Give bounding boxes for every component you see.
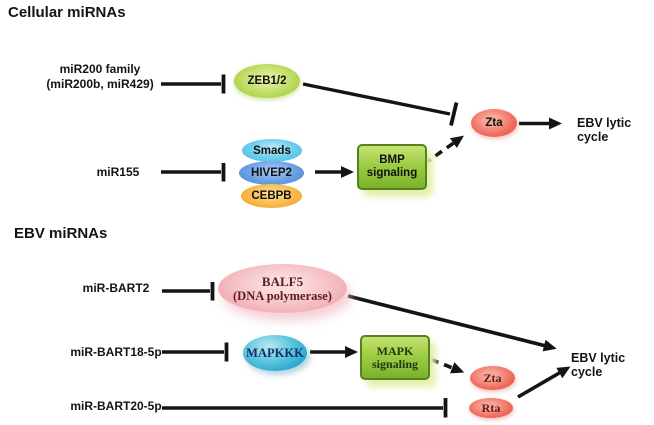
ebv-heading-text: EBV miRNAs bbox=[14, 225, 108, 242]
label-mir200-family: miR200 family (miR200b, miR429) bbox=[38, 62, 162, 92]
smads-label: Smads bbox=[253, 144, 291, 157]
label-mir-bart20: miR-BART20-5p bbox=[66, 399, 166, 414]
mapk-line2: signaling bbox=[371, 356, 419, 371]
inhibition-mir155-to-targets bbox=[161, 163, 226, 182]
label-mir155: miR155 bbox=[68, 165, 168, 180]
dashed-arrow-mapk-to-zta bbox=[430, 357, 465, 374]
balf5-line2: (DNA polymerase) bbox=[233, 288, 332, 303]
node-bmp-signaling: BMP signaling bbox=[357, 144, 427, 190]
node-cebpb: CEBPB bbox=[241, 184, 302, 208]
node-mapkkk: MAPKKK bbox=[243, 335, 307, 371]
mir155-text: miR155 bbox=[96, 165, 140, 179]
bart2-text: miR-BART2 bbox=[82, 281, 150, 295]
inhibition-bart18-to-mapkkk bbox=[162, 342, 229, 362]
arrow-ztarta-to-lytic-bottom bbox=[517, 366, 571, 399]
zta-bottom-label: Zta bbox=[483, 371, 502, 385]
outcome-lytic-cycle-bottom: EBV lytic cycle bbox=[571, 351, 654, 379]
inhibition-bart20-to-rta bbox=[162, 398, 448, 418]
node-zeb12: ZEB1/2 bbox=[234, 64, 300, 98]
node-zta-top: Zta bbox=[471, 109, 517, 137]
node-smads: Smads bbox=[242, 139, 302, 162]
node-zta-bottom: Zta bbox=[470, 366, 515, 390]
mir200-line2: (miR200b, miR429) bbox=[46, 77, 154, 91]
lytic-bottom-text: EBV lytic cycle bbox=[571, 351, 626, 379]
dashed-arrow-bmp-to-zta bbox=[422, 135, 464, 166]
node-mapk-signaling: MAPK signaling bbox=[360, 335, 430, 380]
label-mir-bart2: miR-BART2 bbox=[66, 281, 166, 296]
zta-top-label: Zta bbox=[485, 117, 503, 129]
node-hivep2: HIVEP2 bbox=[239, 161, 304, 185]
mapk-line1: MAPK bbox=[376, 343, 414, 358]
balf5-line1: BALF5 bbox=[261, 273, 304, 289]
bart18-text: miR-BART18-5p bbox=[70, 345, 162, 359]
lytic-top-text: EBV lytic cycle bbox=[577, 116, 632, 144]
cebpb-label: CEBPB bbox=[251, 190, 292, 202]
outcome-lytic-cycle-top: EBV lytic cycle bbox=[577, 116, 654, 144]
section-heading-cellular: Cellular miRNAs bbox=[8, 4, 168, 21]
bmp-line2: signaling bbox=[366, 167, 418, 179]
hivep2-label: HIVEP2 bbox=[251, 167, 292, 179]
node-balf5: BALF5 (DNA polymerase) bbox=[218, 264, 347, 313]
cellular-heading-text: Cellular miRNAs bbox=[8, 4, 126, 21]
inhibition-bart2-to-balf5 bbox=[162, 282, 215, 301]
bart20-text: miR-BART20-5p bbox=[70, 399, 162, 413]
inhibition-zeb-to-zta bbox=[302, 82, 459, 126]
inhibition-mir200-to-zeb bbox=[161, 74, 226, 94]
mir200-line1: miR200 family bbox=[59, 62, 141, 76]
zeb12-label: ZEB1/2 bbox=[247, 75, 287, 87]
mapkkk-label: MAPKKK bbox=[246, 346, 304, 360]
section-heading-ebv: EBV miRNAs bbox=[14, 225, 174, 242]
bmp-line1: BMP bbox=[379, 154, 405, 166]
label-mir-bart18: miR-BART18-5p bbox=[66, 345, 166, 360]
node-rta: Rta bbox=[469, 398, 513, 418]
arrow-balf5-to-lytic-bottom bbox=[347, 294, 557, 352]
rta-label: Rta bbox=[481, 401, 501, 415]
